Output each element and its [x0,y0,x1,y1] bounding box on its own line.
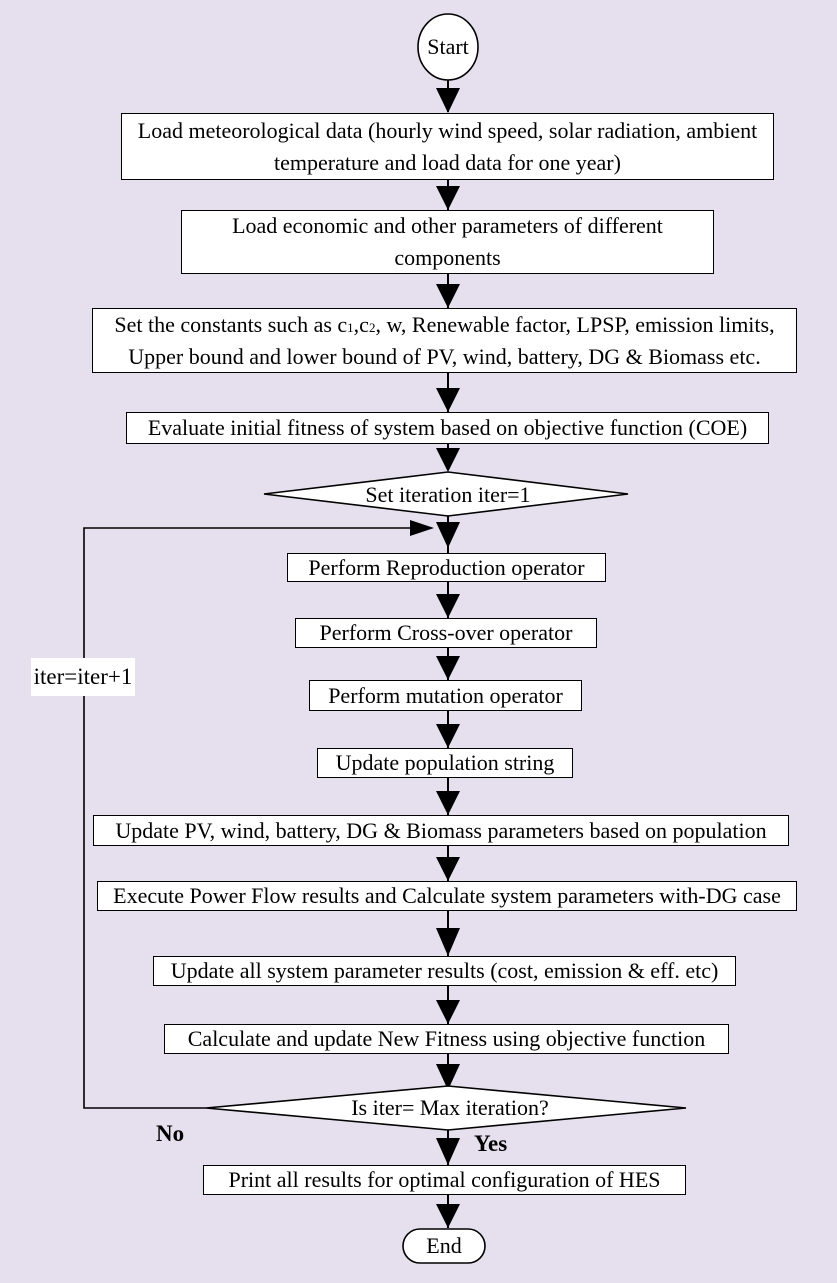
update-results-box: Update all system parameter results (cos… [153,956,736,986]
set-iteration-label: Set iteration iter=1 [365,482,531,507]
new-fitness-box: Calculate and update New Fitness using o… [164,1024,729,1054]
max-iteration-diamond [205,1085,687,1131]
start-terminator [417,13,479,81]
update-parameters-box: Update PV, wind, battery, DG & Biomass p… [93,815,789,846]
loop-increment-label: iter=iter+1 [31,658,135,696]
load-econ-line-1: Load economic and other parameters of di… [232,213,663,239]
set-iteration-diamond [263,471,629,517]
arrowhead [436,791,460,815]
max-iteration-label: Is iter= Max iteration? [351,1095,549,1120]
arrowhead [436,656,460,680]
yes-branch-label: Yes [474,1131,508,1156]
mutation-operator-box: Perform mutation operator [309,680,582,711]
arrowhead [436,1204,460,1228]
load-met-line-1: Load meteorological data (hourly wind sp… [137,117,758,143]
loop-arrowhead [410,520,434,536]
load-econ-line-2: components [394,245,501,270]
arrowhead [436,388,460,412]
print-results-box: Print all results for optimal configurat… [203,1165,686,1195]
constants-line-1: Set the constants such as c1,c2, w, Rene… [114,311,775,337]
end-terminator [402,1228,486,1264]
arrowhead [436,724,460,748]
evaluate-initial-fitness-box: Evaluate initial fitness of system based… [126,412,769,444]
arrowhead [436,88,460,113]
start-label: Start [427,34,469,59]
load-meteorological-data-box: Load meteorological data (hourly wind sp… [121,113,774,180]
arrowhead [436,1138,460,1165]
arrowhead [436,522,460,548]
arrowhead [436,928,460,956]
crossover-operator-box: Perform Cross-over operator [295,618,597,648]
update-population-box: Update population string [317,748,573,778]
arrowhead [436,284,460,308]
arrowhead [436,594,460,618]
arrowhead [436,186,460,210]
end-label: End [426,1233,462,1258]
set-constants-box: Set the constants such as c1,c2, w, Rene… [92,308,797,373]
arrowhead [436,448,460,472]
load-economic-parameters-box: Load economic and other parameters of di… [181,210,714,274]
arrowhead [436,1000,460,1024]
reproduction-operator-box: Perform Reproduction operator [287,553,606,582]
power-flow-box: Execute Power Flow results and Calculate… [97,881,797,911]
arrowhead [436,1064,460,1090]
constants-line-2: Upper bound and lower bound of PV, wind,… [128,343,761,369]
load-met-line-2: temperature and load data for one year) [274,149,621,175]
no-branch-label: No [156,1121,185,1146]
arrowhead [436,857,460,881]
loop-back-connector [83,527,412,1109]
